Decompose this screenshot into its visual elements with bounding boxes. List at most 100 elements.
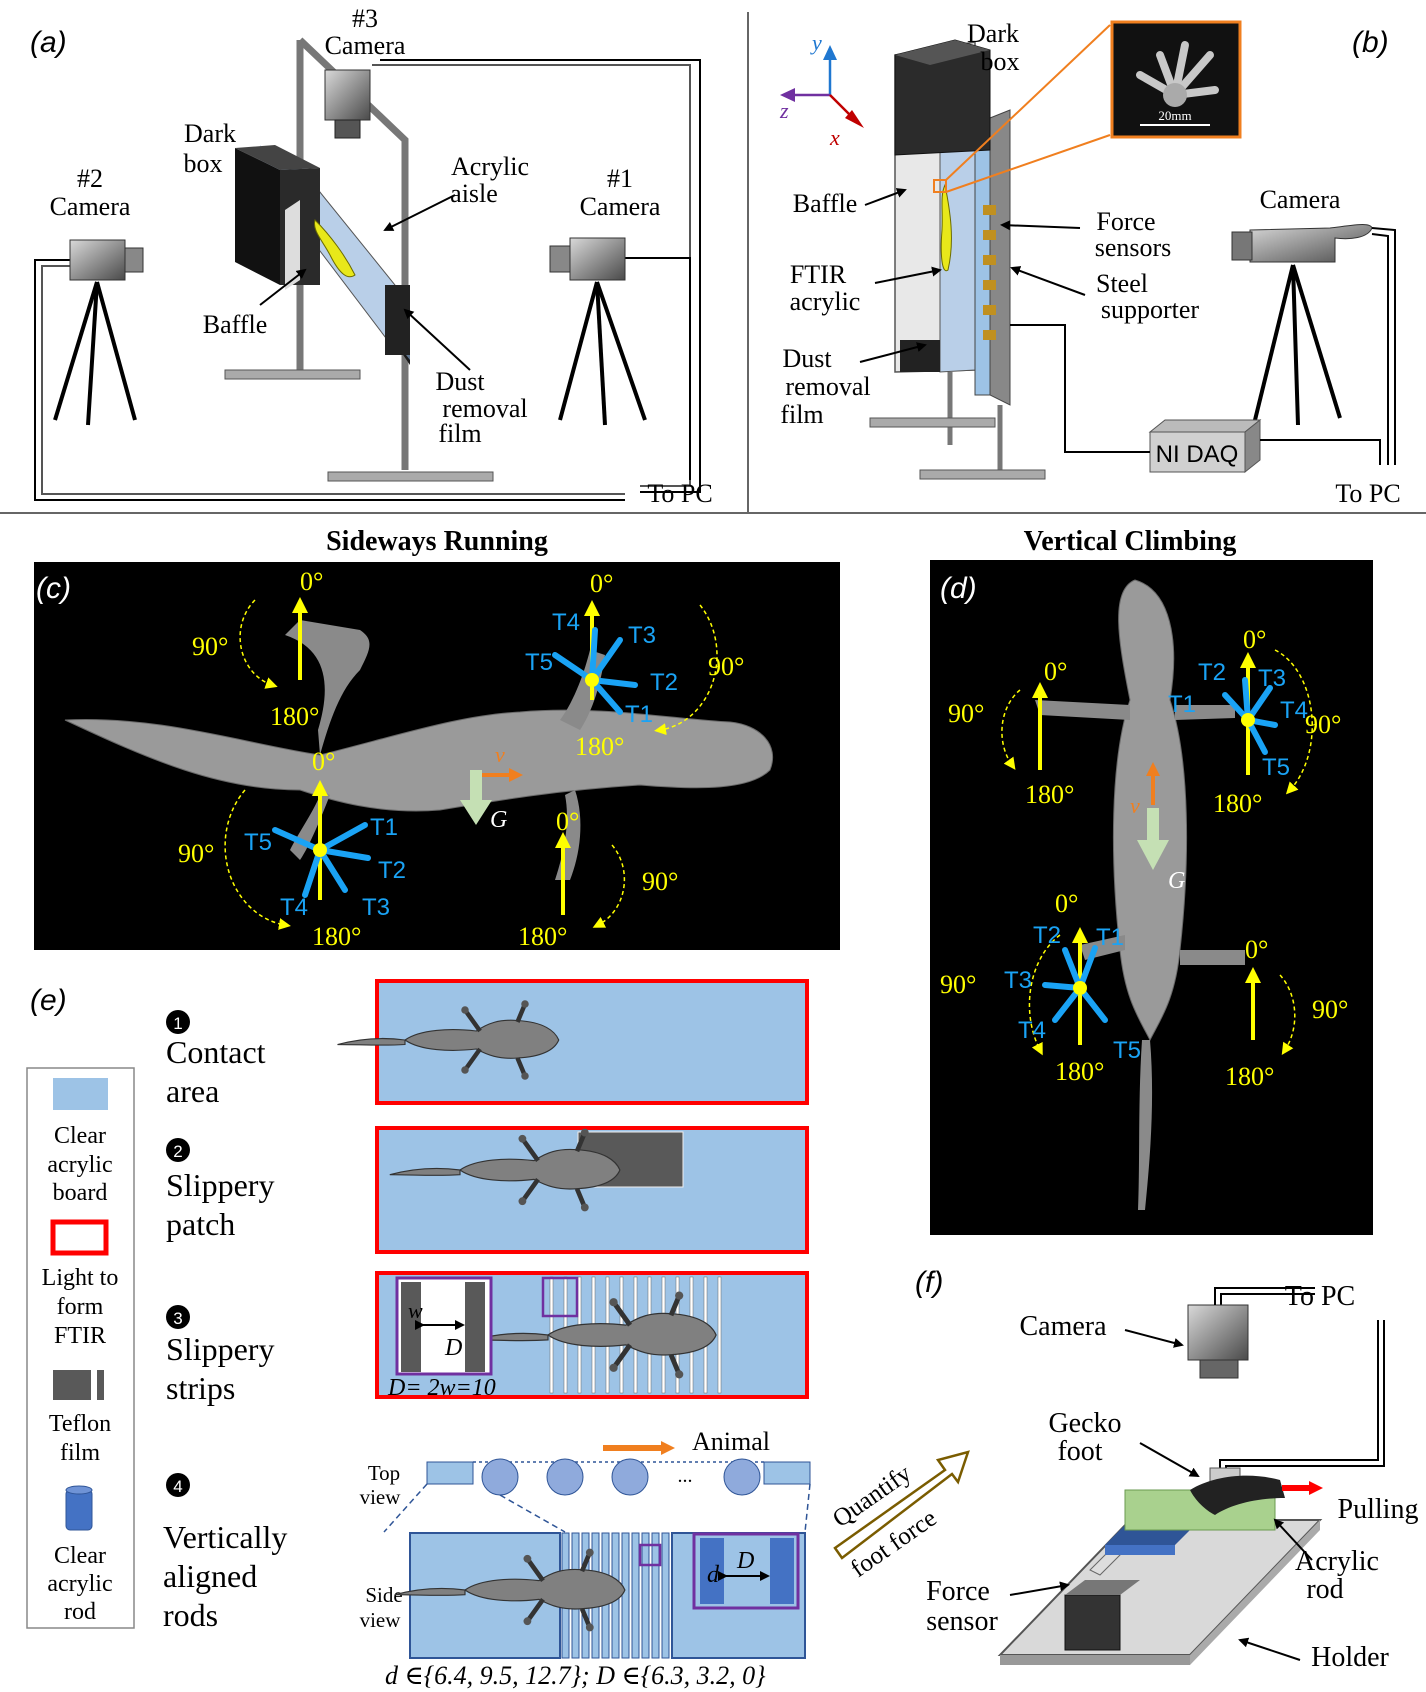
angle-c1-0: 0° — [300, 567, 323, 596]
angle-c3-90: 90° — [178, 839, 214, 868]
panel-c-label: (c) — [36, 572, 71, 605]
arc-c1 — [239, 599, 278, 689]
dust-b-pointer — [859, 342, 927, 363]
joint-c-hl — [313, 843, 327, 857]
cam1-number: #1 — [607, 164, 633, 193]
panel-c-title: Sideways Running — [326, 526, 548, 557]
angle-d2-90: 90° — [1305, 710, 1341, 739]
stand-base-left — [224, 369, 361, 380]
toe-c-fr-t4: T4 — [552, 609, 580, 636]
steel-pointer — [1010, 266, 1086, 296]
dark-box-label-1: Dark — [184, 119, 236, 148]
step3-badge — [166, 1305, 190, 1329]
steel-label-1: Steel — [1096, 269, 1148, 298]
toe-d-hl-t5: T5 — [1113, 1037, 1141, 1064]
stand-b-base-2 — [919, 469, 1046, 480]
daq-label: NI DAQ — [1156, 441, 1239, 468]
dust-b-label-3: film — [780, 400, 823, 429]
stand-base-right — [327, 471, 494, 482]
step4-line2: aligned — [163, 1558, 257, 1594]
angle-d3-0: 0° — [1055, 889, 1078, 918]
legend-teflon-1: Teflon — [49, 1411, 111, 1437]
top-view-board-left — [426, 1461, 474, 1485]
legend-clear-board-3: board — [53, 1180, 108, 1206]
dust-film-panel — [900, 340, 940, 372]
baffle-b-pointer — [864, 188, 907, 206]
force-sensor-icon — [983, 280, 996, 290]
angle-c2-0: 0° — [590, 569, 613, 598]
baffle-plate — [285, 200, 300, 290]
gecko-foot-pointer — [1139, 1442, 1200, 1477]
angle-d4-0: 0° — [1245, 935, 1268, 964]
step2-num: 2 — [173, 1142, 182, 1161]
steel-label-2: supporter — [1101, 295, 1200, 324]
toe-d-hl-t3: T3 — [1004, 967, 1032, 994]
top-view-label-1: Top — [368, 1461, 400, 1485]
force-sensor-array — [983, 205, 996, 340]
dark-box-b-label-1: Dark — [967, 19, 1019, 48]
angle-d3-180: 180° — [1055, 1057, 1104, 1086]
camera-f-label: Camera — [1019, 1311, 1107, 1342]
toes-c-hl — [272, 822, 371, 898]
step4-badge — [166, 1473, 190, 1497]
force-sensor-icon — [983, 330, 996, 340]
step2-badge — [166, 1138, 190, 1162]
acrylic-rod-label-2: rod — [1306, 1574, 1343, 1605]
step4-inset-rod-2 — [770, 1538, 794, 1604]
axis-y-label: y — [810, 30, 822, 55]
joint-c-fr — [585, 673, 599, 687]
cable-cam1 — [620, 257, 691, 480]
legend-teflon-strip — [97, 1370, 104, 1400]
camera-f-pointer — [1124, 1329, 1184, 1348]
camera2-lens-icon — [124, 247, 144, 273]
legend-light-1: Light to — [42, 1265, 119, 1291]
force-sensor-f-icon — [1064, 1594, 1121, 1651]
to-pc-f: To PC — [1285, 1281, 1355, 1312]
tripod2-leg-left — [53, 281, 99, 421]
stand-b-base-1 — [869, 417, 996, 428]
angle-d2-0: 0° — [1243, 625, 1266, 654]
pulling-label: Pulling — [1338, 1494, 1419, 1525]
axis-x-arrow-icon — [845, 110, 864, 128]
step4-zoom-box — [638, 1543, 662, 1567]
gravity-arrow-d — [1137, 808, 1169, 870]
arc-d1 — [1001, 689, 1021, 770]
joint-d-hl — [1073, 981, 1087, 995]
tripod2-leg-right — [95, 281, 137, 421]
gravity-label-d: G — [1168, 868, 1185, 894]
camera-f-icon — [1187, 1304, 1249, 1361]
cam3-label: Camera — [325, 31, 406, 60]
top-view-label-2: view — [360, 1485, 402, 1509]
angle-d3-90: 90° — [940, 970, 976, 999]
ftir-pointer — [874, 266, 942, 284]
gecko-limb-fr-d — [1175, 705, 1235, 720]
ftir-label-2: acrylic — [790, 287, 861, 316]
cam2-label: Camera — [50, 192, 131, 221]
ftir-label-1: FTIR — [790, 260, 847, 289]
panel-a-label: (a) — [30, 26, 67, 59]
legend-rod-3: rod — [64, 1599, 96, 1625]
tripod-b-leg-right — [1291, 264, 1342, 419]
to-pc-b: To PC — [1335, 479, 1400, 508]
panel-d-title: Vertical Climbing — [1024, 526, 1237, 557]
holder-plate-edge — [1000, 1655, 1190, 1665]
tripod-b-leg-mid — [1291, 264, 1300, 426]
step4-d-label: d — [707, 1562, 720, 1588]
legend-rod-swatch — [65, 1489, 93, 1531]
arc-d3 — [1028, 934, 1061, 1056]
step4-num: 4 — [173, 1477, 182, 1496]
toes-c-fr — [552, 627, 638, 715]
acrylic-rod-label-1: Acrylic — [1295, 1546, 1379, 1577]
step1-badge — [166, 1010, 190, 1034]
step2-line1: Slippery — [166, 1167, 274, 1203]
toe-c-hl-t1: T1 — [370, 814, 398, 841]
legend-teflon-2: film — [60, 1440, 100, 1466]
cable-cam2 — [34, 259, 625, 501]
dust-label-1: Dust — [435, 367, 485, 396]
top-view-rod — [481, 1458, 519, 1496]
force-sensors-pointer — [1000, 220, 1081, 231]
angle-d1-0: 0° — [1044, 657, 1067, 686]
angle-c4-0: 0° — [556, 807, 579, 836]
toe-d-fr-t5: T5 — [1262, 754, 1290, 781]
step3-zoom-box — [541, 1276, 579, 1318]
